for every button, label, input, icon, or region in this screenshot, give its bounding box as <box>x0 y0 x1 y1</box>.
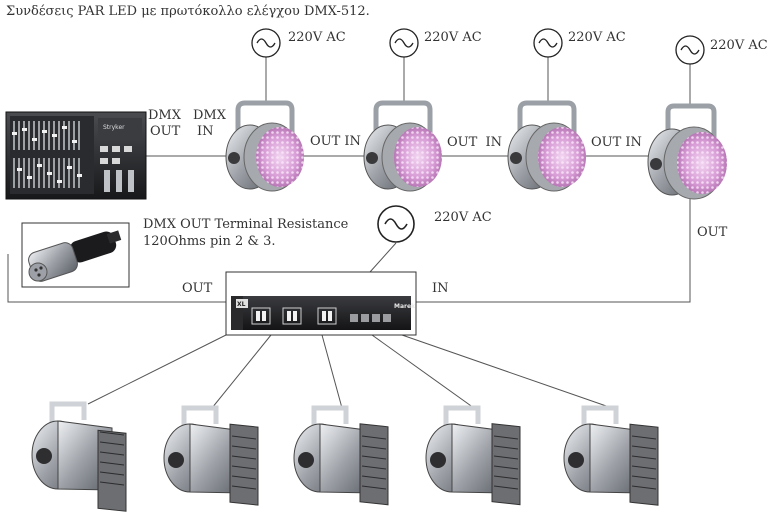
led-par-3 <box>507 100 586 192</box>
pack-badge: XL <box>237 301 246 308</box>
power-symbol-1 <box>251 28 281 58</box>
par-can-5 <box>563 405 659 506</box>
power-label-4: 220V AC <box>710 38 768 53</box>
dmx-return-cable <box>416 196 691 303</box>
pack-out-label: OUT <box>182 281 213 296</box>
wiring <box>7 57 691 409</box>
par-can-3 <box>293 405 389 506</box>
load-cable-3 <box>321 334 343 409</box>
power-symbol-dimmer <box>377 205 415 243</box>
power-symbol-4 <box>675 35 705 65</box>
console-dmx-label: DMX <box>148 108 181 123</box>
load-cable-1 <box>87 334 227 405</box>
par-can-1 <box>31 401 127 512</box>
link-label-1: OUT IN <box>310 134 361 149</box>
par-dmx-label: DMX <box>193 108 226 123</box>
load-cable-4 <box>371 334 475 409</box>
link-label-3: OUT IN <box>591 135 642 150</box>
load-cable-2 <box>211 334 272 409</box>
console-out-label: OUT <box>150 124 181 139</box>
power-symbol-2 <box>389 28 419 58</box>
dimmer-power-cable <box>369 242 397 273</box>
led-par-4 <box>647 103 727 200</box>
power-label-1: 220V AC <box>288 30 346 45</box>
dimmer-pack: XL Marek <box>225 271 417 336</box>
power-symbol-3 <box>533 28 563 58</box>
pack-brand: Marek <box>394 303 416 310</box>
par-can-2 <box>163 405 259 506</box>
led-par-1 <box>225 100 304 192</box>
console-brand: Stryker <box>103 124 125 131</box>
dmx-console: Stryker <box>5 111 147 200</box>
xlr-terminal-connector <box>21 222 130 288</box>
par-out-label: OUT <box>697 225 728 240</box>
par-can-4 <box>425 405 521 506</box>
power-label-dimmer: 220V AC <box>434 210 492 225</box>
diagram-title: Συνδέσεις PAR LED με πρωτόκολλο ελέγχου … <box>6 4 370 19</box>
power-label-3: 220V AC <box>568 30 626 45</box>
pack-in-label: IN <box>432 281 449 296</box>
terminal-note-line1: DMX OUT Terminal Resistance <box>143 217 349 232</box>
par-in-label: IN <box>197 124 214 139</box>
terminal-cable <box>7 254 226 303</box>
terminal-note-line2: 120Ohms pin 2 & 3. <box>143 234 276 249</box>
link-label-2: OUT IN <box>447 135 503 150</box>
led-par-2 <box>363 100 442 192</box>
power-label-2: 220V AC <box>424 30 482 45</box>
load-cable-5 <box>401 334 613 409</box>
